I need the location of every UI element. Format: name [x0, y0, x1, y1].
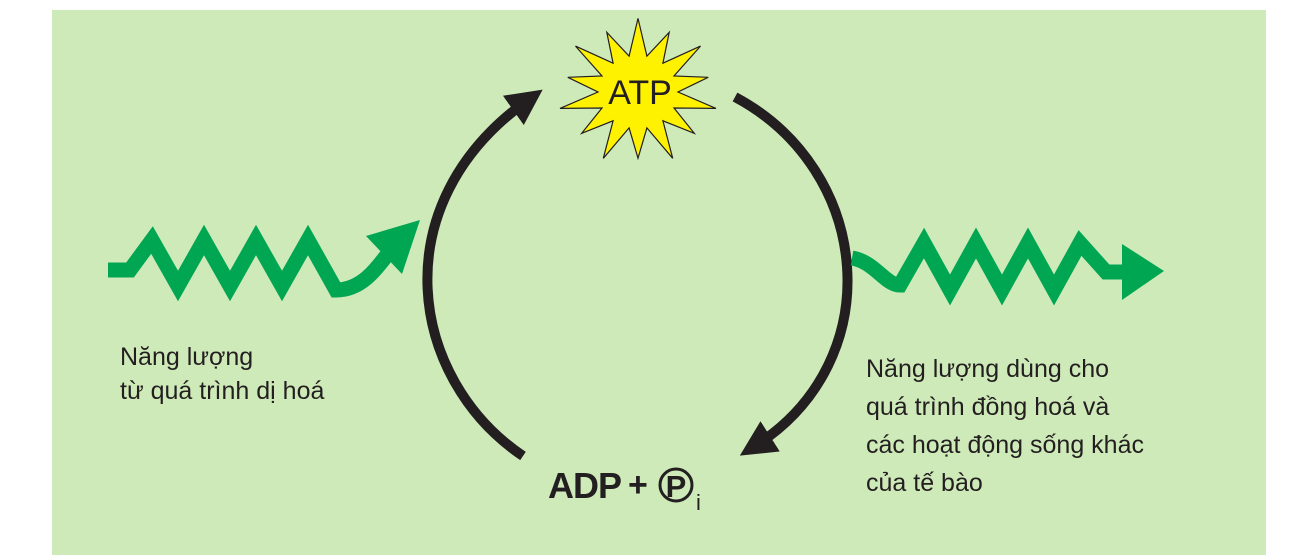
energy-use-line-3: các hoạt động sống khác	[866, 431, 1144, 459]
energy-use-line-1: Năng lượng dùng cho	[866, 355, 1110, 383]
energy-input-arrow	[108, 220, 420, 302]
phosphate-symbol: P	[666, 469, 687, 504]
atp-label: ATP	[608, 74, 672, 112]
energy-source-label: Năng lượng từ quá trình dị hoá	[120, 340, 324, 408]
phosphate-subscript: i	[696, 490, 701, 515]
energy-source-line-1: Năng lượng	[120, 343, 254, 371]
cycle-arrow-up	[422, 89, 543, 461]
atp-star: ATP	[559, 18, 717, 161]
energy-output-arrow	[849, 227, 1164, 306]
phosphate-circle	[658, 467, 694, 503]
energy-use-line-2: quá trình đồng hoá và	[866, 393, 1110, 421]
energy-use-line-4: của tế bào	[866, 469, 983, 497]
plus-sign: +	[628, 466, 648, 504]
energy-use-label: Năng lượng dùng cho quá trình đồng hoá v…	[866, 350, 1144, 502]
adp-pi-label: ADP + P i	[548, 465, 701, 515]
cycle-arrow-down	[732, 92, 853, 456]
energy-source-line-2: từ quá trình dị hoá	[120, 377, 325, 405]
adp-text: ADP	[548, 465, 621, 506]
